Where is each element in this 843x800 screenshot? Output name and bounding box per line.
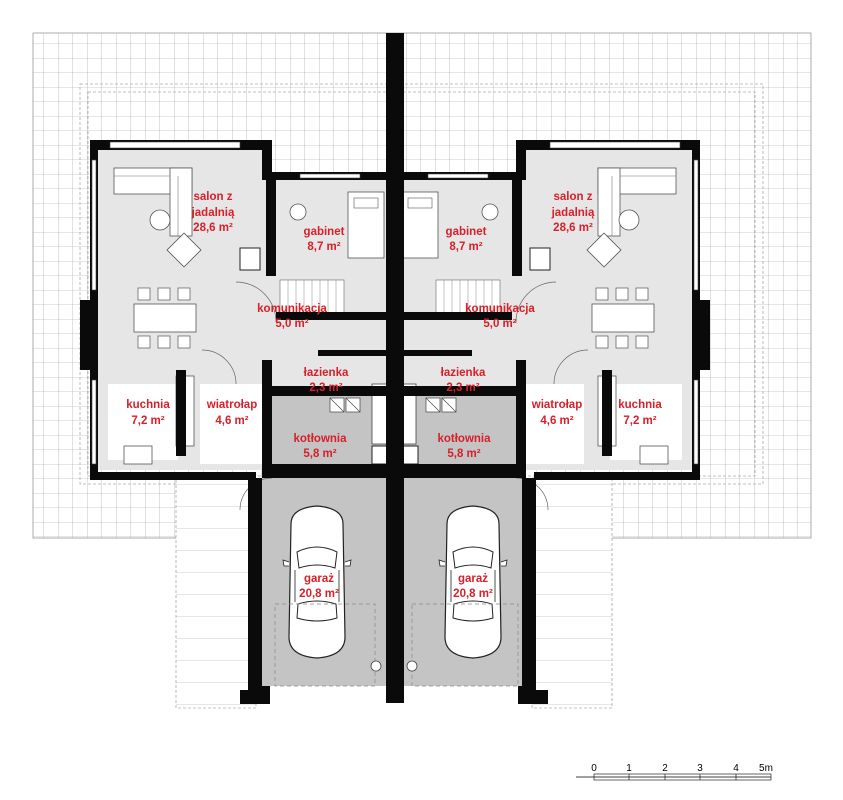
bed-icon bbox=[347, 191, 439, 259]
scale-tick-0: 0 bbox=[591, 763, 597, 774]
scale-end-label: 5m bbox=[759, 763, 773, 774]
scale-tick-4: 4 bbox=[733, 763, 739, 774]
door-swings bbox=[201, 281, 589, 511]
scale-bar: 0 1 2 3 4 5m bbox=[576, 763, 773, 781]
window-openings bbox=[91, 141, 699, 465]
scale-tick-1: 1 bbox=[626, 763, 632, 774]
toilet-icon bbox=[329, 397, 457, 413]
roof-overhang-outline bbox=[79, 83, 764, 485]
scale-tick-3: 3 bbox=[697, 763, 703, 774]
driveway-paving bbox=[175, 477, 613, 709]
scale-tick-2: 2 bbox=[662, 763, 668, 774]
